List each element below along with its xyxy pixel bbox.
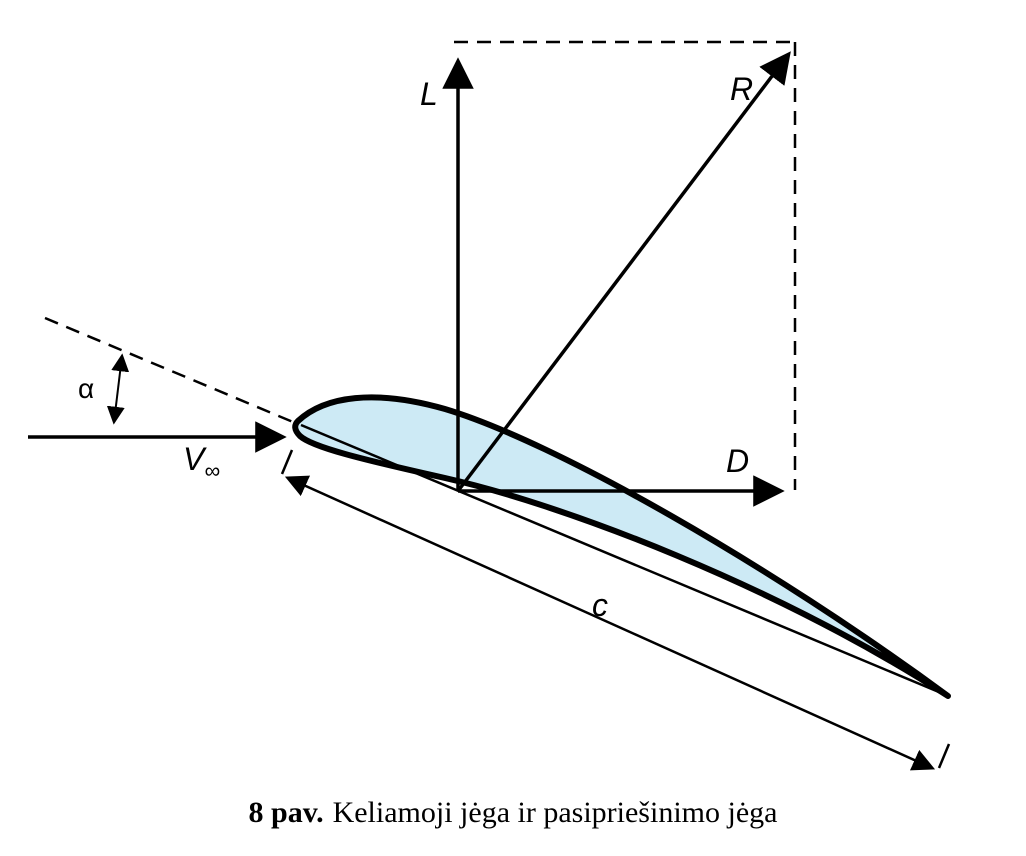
figure-caption: 8 pav.Keliamoji jėga ir pasipriešinimo j…	[0, 796, 1026, 830]
velocity-label: V∞	[183, 441, 220, 483]
chord-extension-dashed-line	[44, 316, 294, 424]
chord-measure-tick-right	[937, 743, 951, 769]
chord-measure-arrow	[284, 475, 936, 771]
chord-line	[300, 423, 947, 697]
figure-caption-number: 8 pav.	[248, 796, 324, 829]
airfoil-shape	[292, 394, 951, 699]
alpha-label: α	[78, 373, 94, 404]
chord-label: c	[592, 587, 608, 623]
resultant-arrow	[456, 51, 791, 493]
chord-measure-tick-left	[280, 449, 294, 475]
resultant-label: R	[730, 71, 753, 107]
lift-label: L	[420, 76, 438, 112]
drag-label: D	[726, 443, 749, 479]
figure-caption-text: Keliamoji jėga ir pasipriešinimo jėga	[332, 796, 778, 829]
alpha-angle-arrow	[106, 353, 130, 425]
airfoil-forces-diagram: L R D V∞ α c	[28, 40, 951, 771]
velocity-symbol: V	[183, 441, 207, 477]
velocity-subscript-infinity: ∞	[204, 458, 220, 483]
